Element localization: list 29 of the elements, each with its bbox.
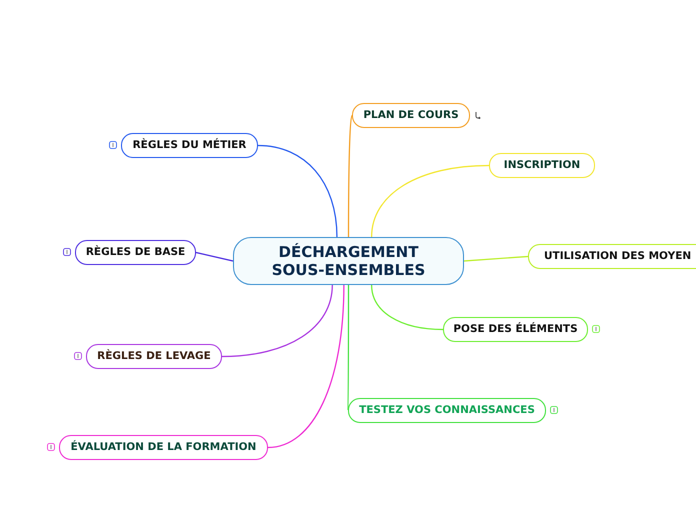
topic-box — [86, 344, 222, 369]
topic-label: RÈGLES DU MÉTIER — [132, 140, 246, 152]
connector-line — [348, 115, 353, 237]
connector-line — [464, 256, 528, 262]
topic-label: RÈGLES DE LEVAGE — [97, 350, 211, 362]
topic-box — [348, 398, 546, 423]
topic-box — [489, 153, 595, 178]
topic-label: POSE DES ÉLÉMENTS — [453, 324, 578, 336]
connector-line — [347, 285, 350, 411]
topic-box — [121, 133, 258, 158]
topic-box — [352, 103, 470, 128]
topic-label: INSCRIPTION — [504, 160, 580, 172]
topic-label: RÈGLES DE BASE — [86, 246, 186, 258]
connector-line — [258, 144, 338, 238]
topic-label: UTILISATION DES MOYEN — [544, 250, 692, 262]
topic-box — [443, 317, 588, 342]
connector-line — [371, 284, 444, 330]
connector-line — [196, 252, 234, 262]
connector-line — [222, 284, 333, 358]
topic-label: TESTEZ VOS CONNAISSANCES — [359, 404, 535, 416]
topic-label: ÉVALUATION DE LA FORMATION — [70, 442, 256, 454]
connector-line — [268, 284, 344, 448]
connector-line — [371, 164, 490, 238]
central-topic — [233, 237, 464, 285]
topic-label: PLAN DE COURS — [363, 110, 459, 122]
topic-box — [59, 435, 268, 460]
topic-label: DÉCHARGEMENT SOUS-ENSEMBLES — [270, 243, 426, 279]
topic-box — [75, 240, 196, 265]
topic-box — [528, 244, 696, 269]
